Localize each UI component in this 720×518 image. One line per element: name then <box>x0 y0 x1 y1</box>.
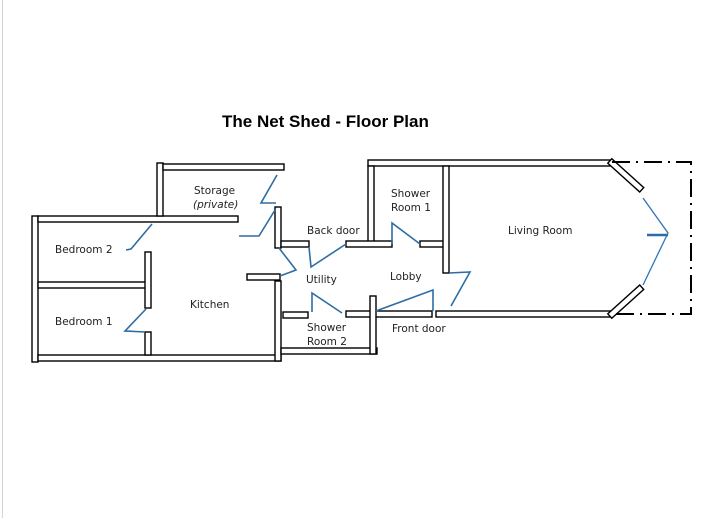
bay-window <box>642 197 669 286</box>
wall-top-kitchen <box>37 215 239 223</box>
label-living-room: Living Room <box>508 225 572 237</box>
label-front-door: Front door <box>392 323 446 335</box>
wall-shower2-right <box>369 295 377 355</box>
room-labels: Storage (private) Bedroom 2 Bedroom 1 Ki… <box>55 185 572 348</box>
wall-shower1-door-stub <box>419 240 445 248</box>
door-bedroom1[interactable] <box>123 308 147 333</box>
label-shower-room-1-line1: Shower <box>391 188 431 200</box>
door-front[interactable] <box>375 288 434 312</box>
wall-left-outer <box>31 215 39 363</box>
wall-kitchen-stub <box>246 273 281 281</box>
wall-shower2-bottom <box>280 347 378 355</box>
door-shower-room-2[interactable] <box>311 291 343 314</box>
label-shower-room-1-line2: Room 1 <box>391 202 431 214</box>
wall-storage-top <box>162 163 285 171</box>
wall-back-door-right <box>345 240 393 248</box>
door-storage-upper[interactable] <box>259 174 278 204</box>
plan-title: The Net Shed - Floor Plan <box>222 112 429 131</box>
label-storage-note: (private) <box>193 199 238 211</box>
wall-bay-upper <box>606 157 645 193</box>
label-back-door: Back door <box>307 225 360 237</box>
label-bedroom-2: Bedroom 2 <box>55 244 113 256</box>
wall-front-door-left <box>345 310 433 318</box>
door-back[interactable] <box>308 243 347 269</box>
wall-bay-lower <box>606 284 645 320</box>
wall-living-left <box>442 165 450 274</box>
label-shower-room-2-line1: Shower <box>307 322 347 334</box>
wall-storage-right <box>274 206 282 249</box>
label-storage: Storage <box>194 185 235 197</box>
door-kitchen-utility[interactable] <box>278 247 298 277</box>
wall-bottom <box>37 354 282 362</box>
wall-top-right <box>367 159 611 167</box>
door-shower-room-1[interactable] <box>391 221 421 245</box>
wall-back-door-left <box>280 240 310 248</box>
label-utility: Utility <box>306 274 337 286</box>
wall-storage-left <box>156 162 164 217</box>
label-bedroom-1: Bedroom 1 <box>55 316 113 328</box>
walls-bay <box>606 157 692 320</box>
wall-bedroom1-stub <box>144 331 152 356</box>
label-lobby: Lobby <box>390 271 422 283</box>
label-kitchen: Kitchen <box>190 299 229 311</box>
doors <box>123 174 472 333</box>
wall-bedroom-divider <box>37 281 147 289</box>
door-storage-lower[interactable] <box>239 209 276 237</box>
wall-shower2-left <box>282 311 309 319</box>
wall-bottom-right <box>435 310 612 318</box>
door-living-room[interactable] <box>448 271 472 307</box>
bay-boundary <box>612 161 692 315</box>
walls-middle-block <box>345 159 612 355</box>
door-bedroom2[interactable] <box>125 223 153 251</box>
wall-bedroom-kitchen <box>144 251 152 309</box>
label-shower-room-2-line2: Room 2 <box>307 336 347 348</box>
wall-kitchen-right <box>274 280 282 362</box>
walls-left-block <box>31 162 378 363</box>
wall-shower1-left <box>367 165 375 243</box>
page-edge <box>2 0 3 518</box>
